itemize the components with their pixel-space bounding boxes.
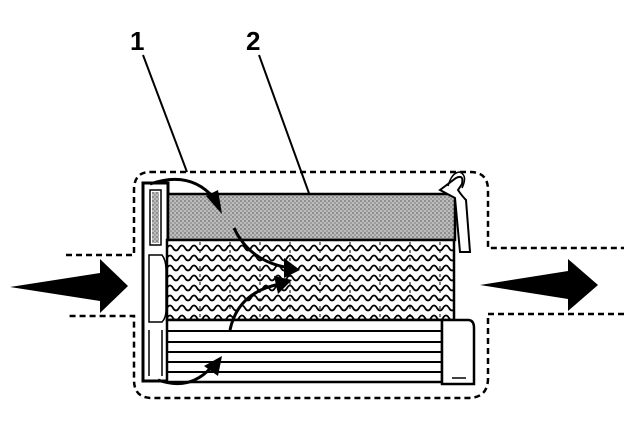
flow-out-arrow-icon	[480, 259, 598, 311]
leader-line-2	[258, 54, 311, 197]
leader-line-1	[142, 54, 188, 173]
pleat-wave	[167, 244, 454, 252]
pleat-wave	[167, 284, 454, 292]
callout-label-1: 1	[130, 26, 144, 56]
pleat-wave	[167, 304, 454, 312]
flow-in-arrow-icon	[10, 259, 128, 313]
callout-label-2: 2	[246, 26, 260, 56]
housing-outline	[66, 170, 624, 400]
pleat-wave	[167, 314, 454, 320]
seal-lip	[438, 175, 472, 253]
pleat-pattern	[167, 242, 454, 320]
pleat-wave	[167, 274, 454, 282]
bottom-end-cap	[440, 318, 476, 386]
pleat-wave	[167, 294, 454, 302]
curved-flow-arrow-icon	[149, 177, 300, 386]
pleat-wave	[167, 254, 454, 262]
pleat-wave	[167, 264, 454, 272]
